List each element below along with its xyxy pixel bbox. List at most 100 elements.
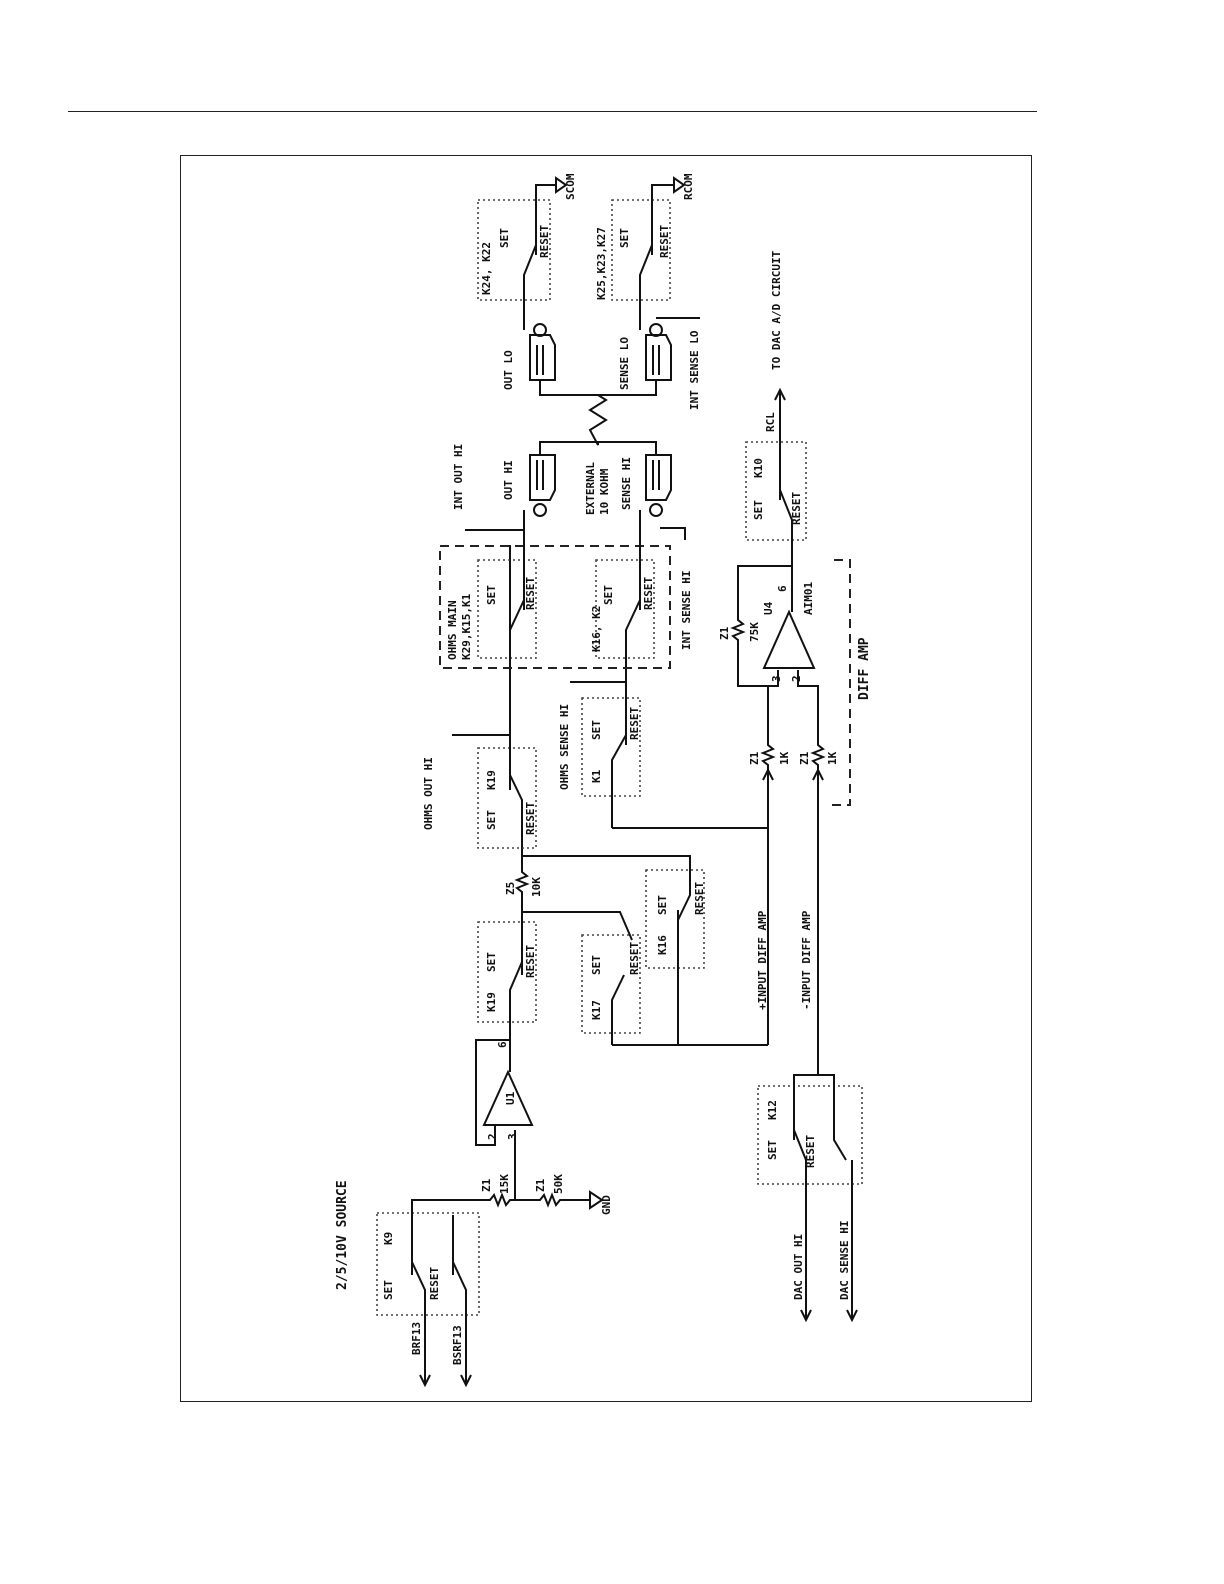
relay-k19b-box [477, 921, 537, 1023]
relay-set-label-8: SET [602, 585, 615, 605]
relay-k12-label: K12 [766, 1100, 779, 1120]
relay-set-label-10: SET [618, 228, 631, 248]
wire-ohms-main [509, 530, 641, 660]
ohms-main-group [439, 545, 671, 669]
relay-k17-label: K17 [590, 1000, 603, 1020]
res-1kb-ref: Z1 [798, 751, 811, 765]
opamp-u4-name: U4 [762, 601, 775, 615]
relay-reset-label-7: RESET [524, 577, 537, 610]
relay-reset-label-12: RESET [804, 1135, 817, 1168]
diff-amp-label: DIFF AMP [857, 637, 872, 700]
gnd-label: GND [600, 1195, 613, 1215]
wire-int-sense-hi [660, 527, 686, 540]
opamp-u4-pin6: 6 [776, 585, 789, 592]
opamp-u4-pin2: 2 [790, 675, 803, 682]
wire-k17-k16 [522, 855, 768, 1046]
jack-out-lo-icon [533, 323, 547, 337]
out-lo-label: OUT LO [502, 350, 515, 390]
wire-bsrf13 [452, 1215, 467, 1385]
relay-k9-box [376, 1212, 480, 1316]
relay-set-label-9: SET [498, 228, 511, 248]
res-15k-value: 15K [498, 1174, 511, 1194]
arrow-to-dac [774, 387, 786, 401]
opamp-u4-pin3: 3 [770, 675, 783, 682]
connector-sense-hi-icon [645, 454, 672, 501]
minus-input-label: -INPUT DIFF AMP [800, 910, 813, 1010]
relay-set-label-2: SET [485, 952, 498, 972]
relay-k162-box [595, 559, 655, 659]
wire-k252327 [639, 184, 674, 330]
input-brf13: BRF13 [410, 1322, 423, 1355]
res-10k-value: 10K [530, 877, 543, 897]
arrow-dac-sense [846, 1309, 858, 1323]
opamp-u1-pin3: 3 [506, 1133, 519, 1140]
relay-reset-label-9: RESET [538, 225, 551, 258]
opamp-u4 [762, 609, 816, 669]
res-1ka-value: 1K [778, 751, 791, 765]
arrow-bsrf13 [460, 1374, 472, 1388]
connector-out-hi-icon [529, 454, 556, 501]
arrow-brf13 [419, 1374, 431, 1388]
jack-out-hi-icon [533, 503, 547, 517]
relay-k252327-label: K25,K23,K27 [595, 227, 608, 300]
input-bsrf13: BSRF13 [451, 1325, 464, 1365]
res-1kb-value: 1K [826, 751, 839, 765]
external-label: EXTERNAL [584, 462, 597, 515]
out-hi-label: OUT HI [502, 460, 515, 500]
scom-label: SCOM [564, 173, 577, 200]
wire-k19b-switch [509, 900, 523, 1022]
rcom-icon [673, 176, 686, 194]
sense-lo-label: SENSE LO [618, 337, 631, 390]
relay-set-label-12: SET [766, 1140, 779, 1160]
res-15k-ref: Z1 [480, 1178, 493, 1192]
external-value: 10 KOHM [598, 468, 611, 515]
res-external [539, 380, 657, 455]
res-10k [514, 820, 530, 900]
ohms-main-label: OHMS MAIN [446, 600, 459, 660]
connector-out-lo-icon [529, 334, 556, 381]
relay-set-label-6: SET [590, 720, 603, 740]
arrow-dac-out [800, 1309, 812, 1323]
relay-set-label-5: SET [656, 895, 669, 915]
res-75k-ref: Z1 [718, 626, 731, 640]
int-sense-lo-label: INT SENSE LO [688, 330, 701, 410]
relay-reset-label-4: RESET [628, 942, 641, 975]
res-1ka-ref: Z1 [748, 751, 761, 765]
page-top-rule [68, 111, 1037, 112]
wire-u1-feedback [475, 1039, 510, 1146]
res-10k-ref: Z5 [504, 882, 517, 895]
relay-k19b-label: K19 [485, 992, 498, 1012]
wire-plus-input [767, 770, 819, 1075]
relay-k29-box [477, 559, 537, 659]
relay-k1-label: K1 [590, 769, 603, 783]
relay-k9-label: K9 [382, 1232, 395, 1245]
source-title: 2/5/10V SOURCE [335, 1180, 350, 1290]
relay-k16a-label: K16 [656, 935, 669, 955]
ohms-sense-hi-label: OHMS SENSE HI [558, 704, 571, 790]
relay-reset-label-5: RESET [693, 882, 706, 915]
res-1k-a [760, 670, 779, 770]
relay-set-label-7: SET [485, 585, 498, 605]
relay-set-label-3: SET [485, 810, 498, 830]
relay-k2422-box [477, 199, 551, 301]
relay-k10-label: K10 [752, 458, 765, 478]
ohms-out-hi-label: OHMS OUT HI [422, 757, 435, 830]
relay-set-label-11: SET [752, 500, 765, 520]
plus-input-label: +INPUT DIFF AMP [756, 910, 769, 1010]
sense-hi-label: SENSE HI [620, 457, 633, 510]
gnd-icon [589, 1190, 604, 1210]
res-50k-ref: Z1 [534, 1178, 547, 1192]
res-75k-value: 75K [748, 622, 761, 642]
jack-sense-lo-icon [649, 323, 663, 337]
relay-k19a-box [477, 747, 537, 849]
wire-divider [470, 1192, 590, 1208]
wire-u4-feedback [730, 565, 793, 687]
dac-out-hi-label: DAC OUT HI [792, 1234, 805, 1300]
diagram-frame [180, 155, 1032, 1402]
wire-k19a-switch [509, 545, 523, 820]
relay-reset-label-2: RESET [524, 945, 537, 978]
relay-k2422-label: K24, K22 [480, 242, 493, 295]
diff-amp-group [832, 559, 851, 806]
jack-sense-hi-icon [649, 503, 663, 517]
opamp-u1 [482, 1069, 534, 1126]
